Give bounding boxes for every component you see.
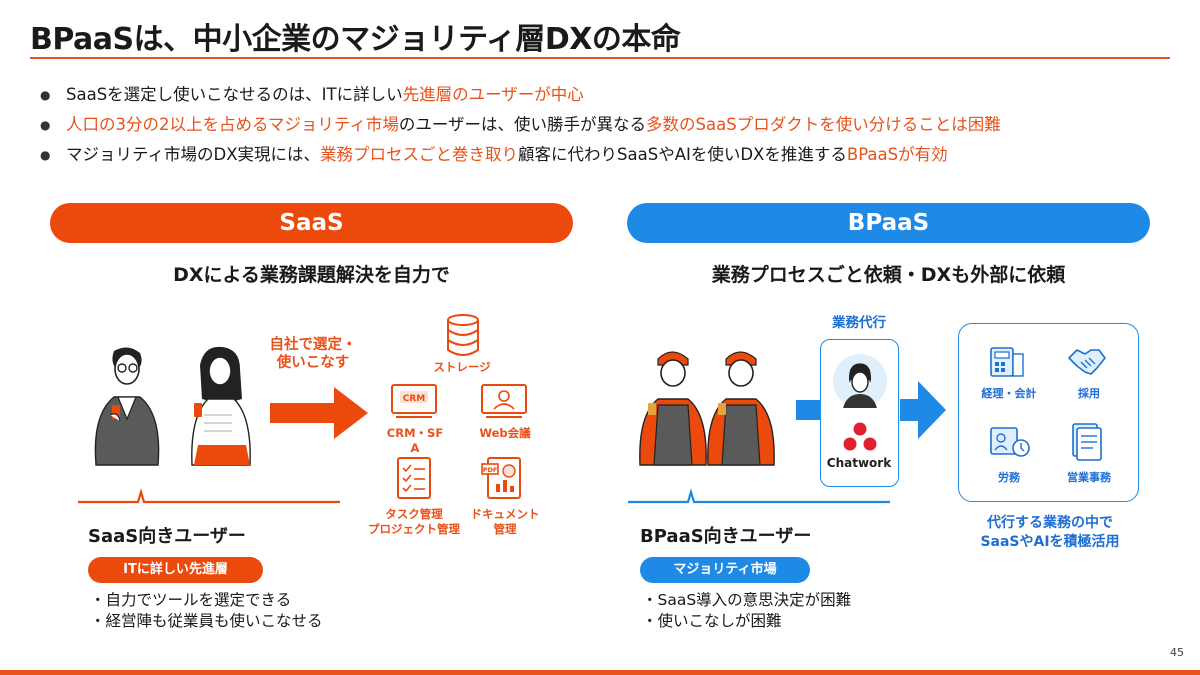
crm-icon-text: CRM [403, 394, 426, 404]
chatwork-logo-icon [843, 422, 877, 451]
storage-icon [447, 314, 479, 356]
saas-user-tag: ITに詳しい先進層 [88, 557, 263, 583]
saas-subtitle: DXによる業務課題解決を自力で [173, 264, 450, 286]
web-meeting-icon [481, 384, 527, 418]
bullet-item-1: SaaSを選定し使いこなせるのは、ITに詳しい先進層のユーザーが中心 [40, 80, 1160, 110]
sales-admin-icon [1072, 423, 1102, 461]
saas-baseline [78, 488, 340, 504]
operations-caption: 代行する業務の中で SaaSやAIを積極活用 [980, 515, 1120, 550]
crm-icon: CRM [391, 384, 437, 418]
bpaas-baseline [628, 488, 890, 504]
sales-admin-label: 営業事務 [1067, 471, 1111, 484]
service-label: 業務代行 [832, 315, 886, 331]
crm-label: CRM・SF A [386, 426, 444, 455]
saas-header: SaaS [50, 203, 573, 243]
man-figure [94, 347, 160, 466]
pdf-icon-text: PDF [483, 466, 498, 474]
bpaas-arrow-2 [900, 381, 946, 439]
document-management-icon: PDF [481, 457, 521, 499]
document-management-label: ドキュメント 管理 [470, 507, 540, 536]
bpaas-user-tag: マジョリティ市場 [640, 557, 810, 583]
saas-user-description: ・自力でツールを選定できる ・経営陣も従業員も使いこなせる [90, 591, 323, 630]
chatwork-label: Chatwork [826, 456, 892, 470]
accounting-label: 経理・会計 [981, 387, 1037, 400]
saas-users-illustration [94, 346, 251, 466]
bpaas-subtitle: 業務プロセスごと依頼・DXも外部に依頼 [711, 264, 1066, 286]
operator-icon [833, 354, 887, 408]
page-title: BPaaSは、中小企業のマジョリティ層DXの本命 [30, 22, 681, 57]
woman-figure [191, 346, 251, 466]
worker-figure-2 [707, 351, 775, 466]
worker-figure-1 [639, 351, 707, 466]
bpaas-user-title: BPaaS向きユーザー [640, 526, 812, 547]
bpaas-users-illustration [639, 351, 775, 466]
accounting-icon [990, 347, 1024, 377]
saas-arrow [270, 387, 368, 439]
saas-user-title: SaaS向きユーザー [88, 526, 246, 547]
service-box: Chatwork [820, 339, 899, 487]
bullet-list: SaaSを選定し使いこなせるのは、ITに詳しい先進層のユーザーが中心 人口の3分… [40, 80, 1160, 170]
title-divider [30, 57, 1170, 59]
bottom-accent-bar [0, 670, 1200, 675]
task-management-label: タスク管理 プロジェクト管理 [368, 507, 460, 536]
hiring-label: 採用 [1078, 387, 1100, 400]
labor-label: 労務 [998, 471, 1020, 484]
bpaas-user-description: ・SaaS導入の意思決定が困難 ・使いこなしが困難 [642, 591, 852, 630]
bpaas-arrow-1 [796, 400, 820, 420]
handshake-icon [1068, 349, 1106, 375]
bpaas-header: BPaaS [627, 203, 1150, 243]
page-number: 45 [1170, 646, 1184, 659]
bullet-item-2: 人口の3分の2以上を占めるマジョリティ市場のユーザーは、使い勝手が異なる多数のS… [40, 110, 1160, 140]
task-management-icon [397, 457, 431, 499]
web-meeting-label: Web会議 [479, 426, 531, 440]
storage-label: ストレージ [433, 360, 491, 374]
outsourced-operations-box: 経理・会計 採用 労務 営業事務 [958, 323, 1139, 502]
saas-arrow-label: 自社で選定・ 使いこなす [269, 337, 357, 371]
bullet-item-3: マジョリティ市場のDX実現には、業務プロセスごと巻き取り顧客に代わりSaaSやA… [40, 140, 1160, 170]
labor-icon [990, 427, 1030, 457]
